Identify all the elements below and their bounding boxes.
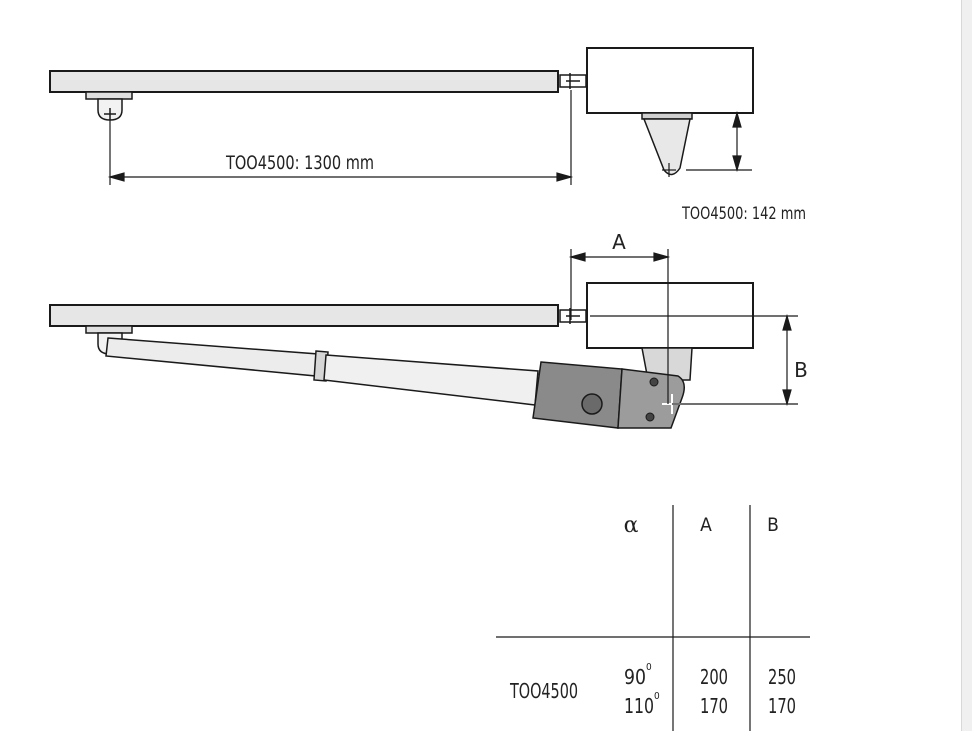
screw-bottom	[645, 412, 655, 422]
screw-top	[649, 377, 659, 387]
top-length-label: TOO4500: 1300 mm	[225, 152, 374, 174]
bottom-hinge-connector	[559, 308, 587, 324]
bottom-pillar-bracket	[641, 347, 693, 381]
table-row-2-alpha: 110	[624, 694, 654, 718]
top-pillar-bracket	[641, 112, 693, 177]
table-header-alpha: α	[624, 513, 639, 538]
top-gate-beam	[49, 70, 559, 93]
top-offset-dimension	[686, 110, 752, 173]
top-offset-label: TOO4500: 142 mm	[681, 204, 806, 224]
table-row-1-b: 250	[768, 665, 796, 689]
table-row-1-alpha: 90	[624, 665, 646, 689]
bottom-assembly: A B	[49, 230, 808, 429]
table-model-name: TOO4500	[509, 679, 578, 703]
dimension-a-letter: A	[612, 230, 626, 254]
table-header-a: A	[700, 514, 712, 536]
top-hinge-connector	[559, 73, 587, 89]
top-pillar	[586, 47, 754, 114]
top-assembly: TOO4500: 1300 mm TOO4500: 142 mm	[49, 47, 806, 224]
top-length-dimension	[107, 90, 574, 185]
actuator-rod	[105, 337, 319, 377]
dimension-a	[568, 249, 671, 404]
table-row-2-a: 170	[700, 694, 728, 718]
table-row-2-degree: 0	[654, 691, 660, 702]
bottom-gate-beam	[49, 304, 559, 327]
table-header-b: B	[767, 514, 779, 536]
actuator-tube	[323, 354, 539, 406]
dimension-b-letter: B	[794, 358, 808, 382]
actuator-motor-body	[532, 361, 623, 429]
table-row-2-b: 170	[768, 694, 796, 718]
dimension-b	[590, 313, 798, 407]
release-knob	[581, 393, 603, 415]
vertical-scrollbar[interactable]	[961, 0, 972, 731]
top-gate-bracket	[85, 91, 133, 121]
table-row-1-degree: 0	[646, 662, 652, 673]
dimension-table: α A B TOO4500 90 0 200 250 110 0 170 170	[496, 505, 810, 731]
table-row-1-a: 200	[700, 665, 728, 689]
